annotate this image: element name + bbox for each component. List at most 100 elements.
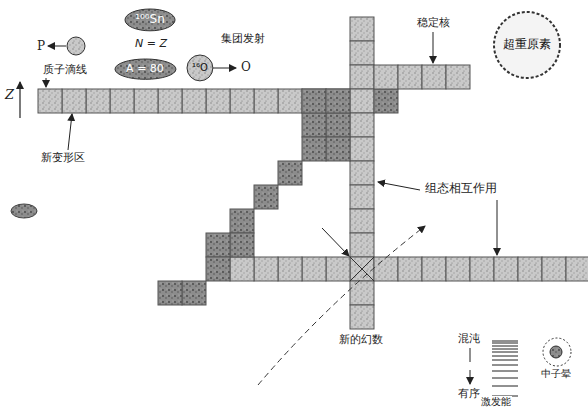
nuclide-cell	[398, 257, 422, 281]
annotation-label: 混沌	[457, 333, 481, 345]
nuclide-cell	[182, 89, 206, 113]
cluster-circle: ¹⁶O	[186, 54, 214, 82]
nuclide-cell	[350, 89, 374, 113]
nuclide-cell	[350, 161, 374, 185]
nuclide-cell	[374, 257, 398, 281]
nuclide-cell	[326, 137, 350, 161]
nuclide-cell	[350, 137, 374, 161]
nuclide-cell	[374, 65, 398, 89]
energy-level	[492, 371, 518, 372]
nuclide-cell	[62, 89, 86, 113]
energy-level	[492, 343, 518, 344]
nuclide-cell	[518, 257, 542, 281]
nuclide-cell	[230, 209, 254, 233]
nuclide-cell	[302, 257, 326, 281]
leader-arrow	[46, 78, 47, 87]
nuclide-cell	[374, 89, 398, 113]
leader-arrow	[68, 114, 72, 150]
energy-level	[492, 365, 518, 366]
annotation-label: O	[240, 61, 252, 74]
leader-arrow	[497, 200, 498, 255]
nuclide-cell	[350, 65, 374, 89]
pointer-arrow	[322, 228, 349, 256]
halo-core	[550, 346, 562, 358]
nuclide-cell	[566, 257, 588, 281]
annotation-label: 组态相互作用	[424, 182, 498, 195]
annotation-label: 激发能	[480, 396, 512, 407]
nuclide-cell	[206, 257, 230, 281]
annotation-label: N = Z	[134, 38, 168, 50]
nuclide-cell	[230, 257, 254, 281]
annotation-label: 新的幻数	[338, 334, 384, 346]
nuclide-cell	[302, 113, 326, 137]
annotation-label: 新变形区	[40, 152, 86, 164]
nuclide-cell	[470, 257, 494, 281]
nuclide-cell	[182, 281, 206, 305]
nuclide-cell	[398, 65, 422, 89]
nuclide-cell	[278, 257, 302, 281]
leader-arrow	[378, 182, 420, 190]
energy-levels	[492, 341, 518, 396]
energy-level	[492, 341, 518, 342]
energy-level	[492, 346, 518, 347]
nuclide-cell	[110, 89, 134, 113]
nuclide-cell	[350, 257, 374, 281]
nuclide-cell	[254, 257, 278, 281]
nucleus-oval: ¹⁰⁰Sn	[124, 8, 176, 32]
nuclide-cell	[350, 209, 374, 233]
nuclide-cell	[350, 233, 374, 257]
annotation-label: 有序	[457, 388, 481, 400]
energy-level	[492, 360, 518, 361]
nuclide-cell	[206, 89, 230, 113]
order-chaos-arrow	[470, 348, 471, 384]
nuclide-cell	[38, 89, 62, 113]
nuclide-cell	[230, 89, 254, 113]
emission-arrow	[48, 46, 66, 47]
nuclide-cell	[278, 89, 302, 113]
node-text: ¹⁶O	[192, 62, 208, 73]
annotation-label: 集团发射	[220, 33, 266, 45]
magic-cross	[350, 257, 374, 281]
nuclide-cell	[446, 65, 470, 89]
nuclide-cell	[86, 89, 110, 113]
nuclide-cell	[350, 41, 374, 65]
nuclide-cell	[326, 113, 350, 137]
nuclide-cell	[158, 89, 182, 113]
nuclide-cell	[446, 257, 470, 281]
z-axis	[19, 82, 20, 118]
nuclide-cell	[302, 137, 326, 161]
node-text: ¹⁰⁰Sn	[135, 13, 165, 26]
nuclide-cell	[302, 89, 326, 113]
energy-level	[492, 378, 518, 379]
leader-arrow	[433, 32, 434, 63]
annotation-label: 中子晕	[540, 368, 572, 379]
nuclide-cell	[254, 89, 278, 113]
nuclide-cell	[326, 89, 350, 113]
nuclide-cell	[350, 305, 374, 329]
nuclide-cell	[326, 257, 350, 281]
annotation-label: 质子滴线	[42, 64, 88, 76]
energy-level	[492, 356, 518, 357]
nuclide-cell	[542, 257, 566, 281]
nuclide-cell	[326, 89, 350, 113]
nuclide-cell	[134, 89, 158, 113]
superheavy-circle: 超重原素	[493, 11, 561, 79]
nuclide-cell	[302, 89, 326, 113]
energy-level	[492, 349, 518, 350]
nuclide-cell	[158, 281, 182, 305]
annotation-label: 稳定核	[416, 17, 451, 29]
dashed-trajectory	[258, 226, 425, 385]
nuclide-cell	[350, 113, 374, 137]
nuclide-cell	[350, 281, 374, 305]
emission-arrow	[212, 68, 236, 69]
nuclide-cell	[206, 233, 230, 257]
annotation-label: P	[36, 40, 46, 53]
mass-oval: A = 80	[114, 58, 177, 80]
energy-level	[492, 386, 518, 387]
nuclide-cell	[422, 65, 446, 89]
nuclide-cell	[350, 17, 374, 41]
halo-circle	[543, 338, 571, 366]
deformed-nucleus	[11, 204, 37, 218]
nuclide-cell	[278, 161, 302, 185]
nuclide-cell	[254, 185, 278, 209]
